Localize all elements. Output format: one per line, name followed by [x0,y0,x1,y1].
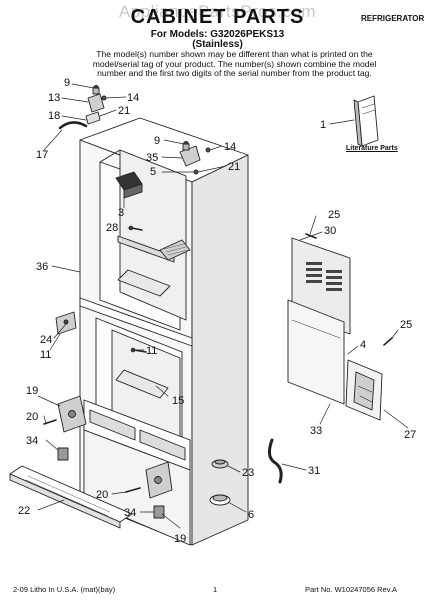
callout-19: 19 [26,385,38,397]
drain-tube [267,438,283,484]
callout-20: 20 [96,489,108,501]
callout-21: 21 [118,105,130,117]
upper-left-hinge [58,85,107,130]
callout-22: 22 [18,505,30,517]
upper-right-hinge [179,141,211,175]
callout-11: 11 [40,349,51,361]
callout-20: 20 [26,411,38,423]
bracket-27 [345,337,393,421]
callout-25: 25 [328,209,340,221]
literature-parts-label: Literature Parts [346,145,398,152]
callout-23: 23 [242,467,254,479]
callout-31: 31 [308,465,320,477]
leader-lines [37,83,409,529]
cap-23 [211,459,229,469]
callout-6: 6 [248,509,254,521]
cabinet-shell [79,117,249,546]
intro-paragraph: The model(s) number shown may be differe… [92,49,377,78]
callout-5: 5 [150,166,156,178]
callout-30: 30 [324,225,336,237]
callout-28: 28 [106,222,118,234]
bottom-right-hinge [125,461,173,519]
callout-4: 4 [360,339,366,351]
watermark-text: AppliancePartsPros.com [118,2,317,21]
callout-1: 1 [320,119,326,131]
footer-litho: 2-09 Litho In U.S.A. (mat)(bay) [13,585,116,594]
callout-19: 19 [174,533,186,545]
callout-13: 13 [48,92,60,104]
callout-21: 21 [228,161,240,173]
callout-14: 14 [127,92,139,104]
callout-15: 15 [172,395,184,407]
callout-34: 34 [26,435,38,447]
callout-25: 25 [400,319,412,331]
variant-label: (Stainless) [192,39,243,50]
footer-part-number: Part No. W10247056 Rev.A [305,585,397,594]
callout-9: 9 [64,77,70,89]
callout-36: 36 [36,261,48,273]
models-line: For Models: G32026PEKS13 [150,29,285,40]
lower-panel-33 [287,299,345,405]
footer-page-number: 1 [213,585,218,594]
callout-34: 34 [124,507,136,519]
callout-3: 3 [118,207,124,219]
callout-17: 17 [36,149,48,161]
literature-book [353,95,379,147]
callout-labels: 9 13 14 21 18 17 1 9 14 35 5 21 3 28 25 … [18,77,416,545]
light-housing [115,171,143,199]
toe-grille [9,465,133,529]
page-title: CABINET PARTS [130,6,305,28]
callout-35: 35 [146,152,158,164]
appliance-type: REFRIGERATOR [361,14,425,23]
callout-9: 9 [154,135,160,147]
cap-6 [209,494,231,506]
side-hinge-24 [55,311,77,335]
bottom-left-hinge [43,395,87,461]
callout-14: 14 [224,141,236,153]
callout-11: 11 [146,345,157,357]
callout-33: 33 [310,425,322,437]
callout-24: 24 [40,334,52,346]
callout-18: 18 [48,110,60,122]
callout-27: 27 [404,429,416,441]
